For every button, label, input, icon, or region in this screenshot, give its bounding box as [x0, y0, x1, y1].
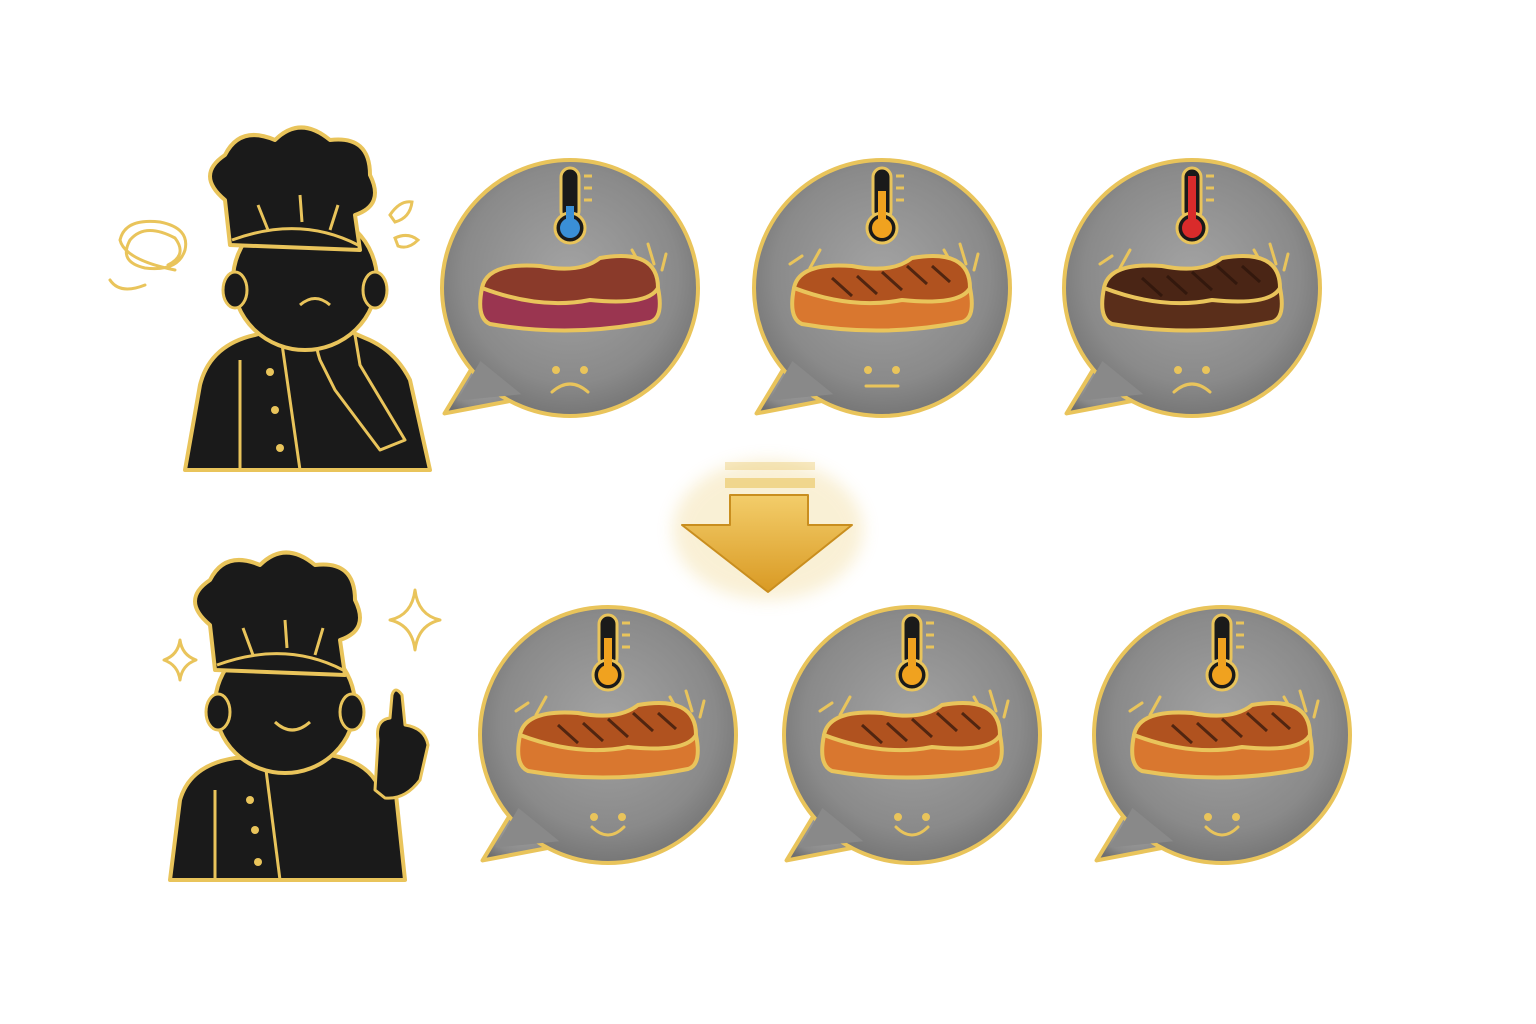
confused-chef: [108, 125, 432, 472]
frown-mouth: [299, 297, 331, 307]
bubble-tail-fill: [495, 807, 560, 848]
heat-lines-icon: [1098, 242, 1290, 272]
face-happy-icon: [1204, 813, 1240, 837]
steak-medium: [1130, 701, 1314, 780]
grill-marks: [556, 711, 677, 745]
chef-hat: [193, 550, 362, 677]
thermometer-icon: [865, 166, 904, 245]
steak-rare: [478, 254, 662, 333]
grill-marks: [830, 264, 951, 298]
face-happy-icon: [590, 813, 626, 837]
rare-steak-bubble: [440, 158, 700, 418]
steak-medium: [790, 254, 974, 333]
bubble-tail-fill: [1079, 360, 1144, 401]
raised-finger: [373, 688, 430, 800]
sparkle-icon: [162, 588, 442, 682]
bubble-tail-fill: [457, 360, 522, 401]
chef-hat: [208, 125, 377, 252]
thermometer-icon: [1175, 166, 1214, 245]
scribble-icon: [108, 219, 188, 291]
face-sad-icon: [1172, 366, 1212, 394]
thermometer-icon: [895, 613, 934, 692]
consistent-steak-bubble-3: [1092, 605, 1352, 865]
steak-medium: [820, 701, 1004, 780]
steak-welldone: [1100, 254, 1284, 333]
face-neutral-icon: [864, 366, 900, 388]
face-happy-icon: [894, 813, 930, 837]
thermometer-icon: [553, 166, 592, 245]
thermometer-icon: [1205, 613, 1244, 692]
happy-chef: [162, 550, 442, 882]
welldone-steak-bubble: [1062, 158, 1322, 418]
consistent-steak-bubble-1: [478, 605, 738, 865]
bubbles-layer: [440, 158, 1352, 865]
grill-marks: [860, 711, 981, 745]
steak-medium: [516, 701, 700, 780]
sweat-drops-icon: [388, 200, 421, 249]
smile-mouth: [273, 720, 311, 732]
bubble-tail-fill: [799, 807, 864, 848]
bubble-tail-fill: [1109, 807, 1174, 848]
grill-marks: [1170, 711, 1291, 745]
bubble-tail-fill: [769, 360, 834, 401]
arrow-down-icon: [673, 460, 863, 600]
medium-steak-bubble: [752, 158, 1012, 418]
grill-marks: [1140, 264, 1261, 298]
consistent-steak-bubble-2: [782, 605, 1042, 865]
thermometer-icon: [591, 613, 630, 692]
face-sad-icon: [550, 366, 590, 394]
